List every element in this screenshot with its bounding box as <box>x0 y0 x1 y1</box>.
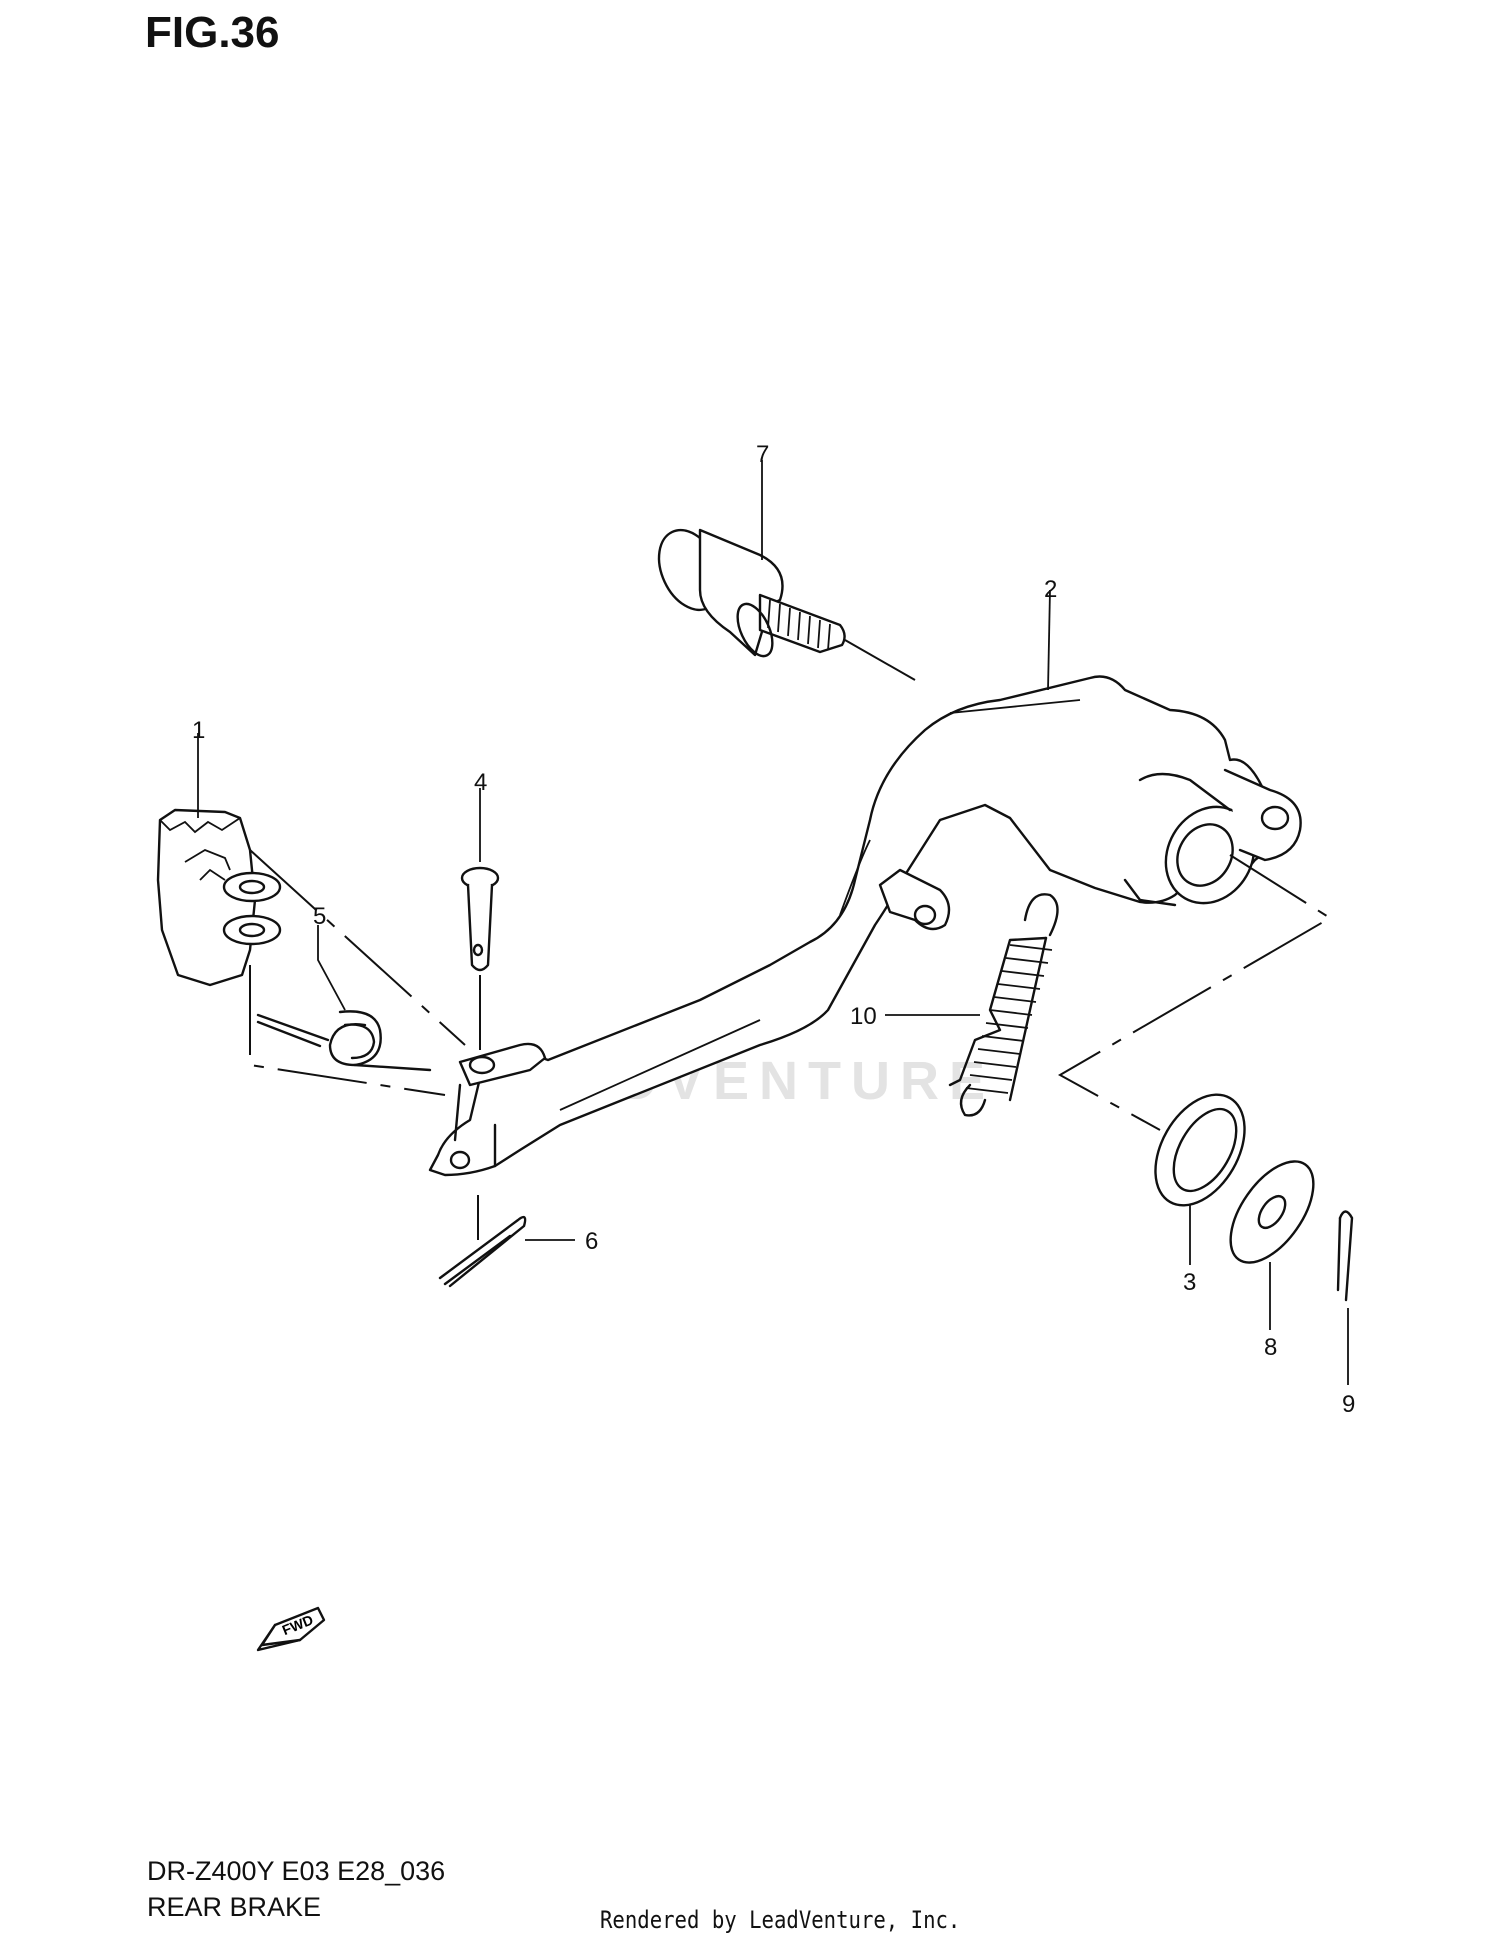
callout-9: 9 <box>1342 1391 1355 1418</box>
washer-icon[interactable] <box>1214 1147 1330 1276</box>
callout-2: 2 <box>1044 576 1057 603</box>
section-name: REAR BRAKE <box>147 1892 322 1922</box>
pin-icon[interactable] <box>460 866 500 972</box>
oil-seal-icon[interactable] <box>1137 1079 1263 1221</box>
brake-pedal-icon[interactable] <box>428 675 1302 1177</box>
callout-3: 3 <box>1183 1269 1196 1296</box>
callout-7: 7 <box>756 441 769 468</box>
cotter-pin-icon[interactable] <box>438 1215 527 1288</box>
figure-title: FIG.36 <box>145 8 280 57</box>
callout-1: 1 <box>192 717 205 744</box>
callout-5: 5 <box>313 903 326 930</box>
callout-6: 6 <box>585 1228 598 1255</box>
torsion-spring-icon[interactable] <box>256 1010 432 1072</box>
callout-4: 4 <box>474 769 487 796</box>
model-code: DR-Z400Y E03 E28_036 <box>147 1856 446 1886</box>
render-credit: Rendered by LeadVenture, Inc. <box>600 1906 961 1934</box>
return-spring-icon[interactable] <box>948 893 1059 1117</box>
pivot-bolt-icon[interactable] <box>647 520 846 661</box>
callout-8: 8 <box>1264 1334 1277 1361</box>
brake-caliper-bracket-icon[interactable] <box>156 808 282 987</box>
callout-10: 10 <box>850 1003 877 1030</box>
fwd-arrow-icon: FWD <box>256 1606 326 1652</box>
cotter-pin-icon[interactable] <box>1336 1210 1354 1302</box>
